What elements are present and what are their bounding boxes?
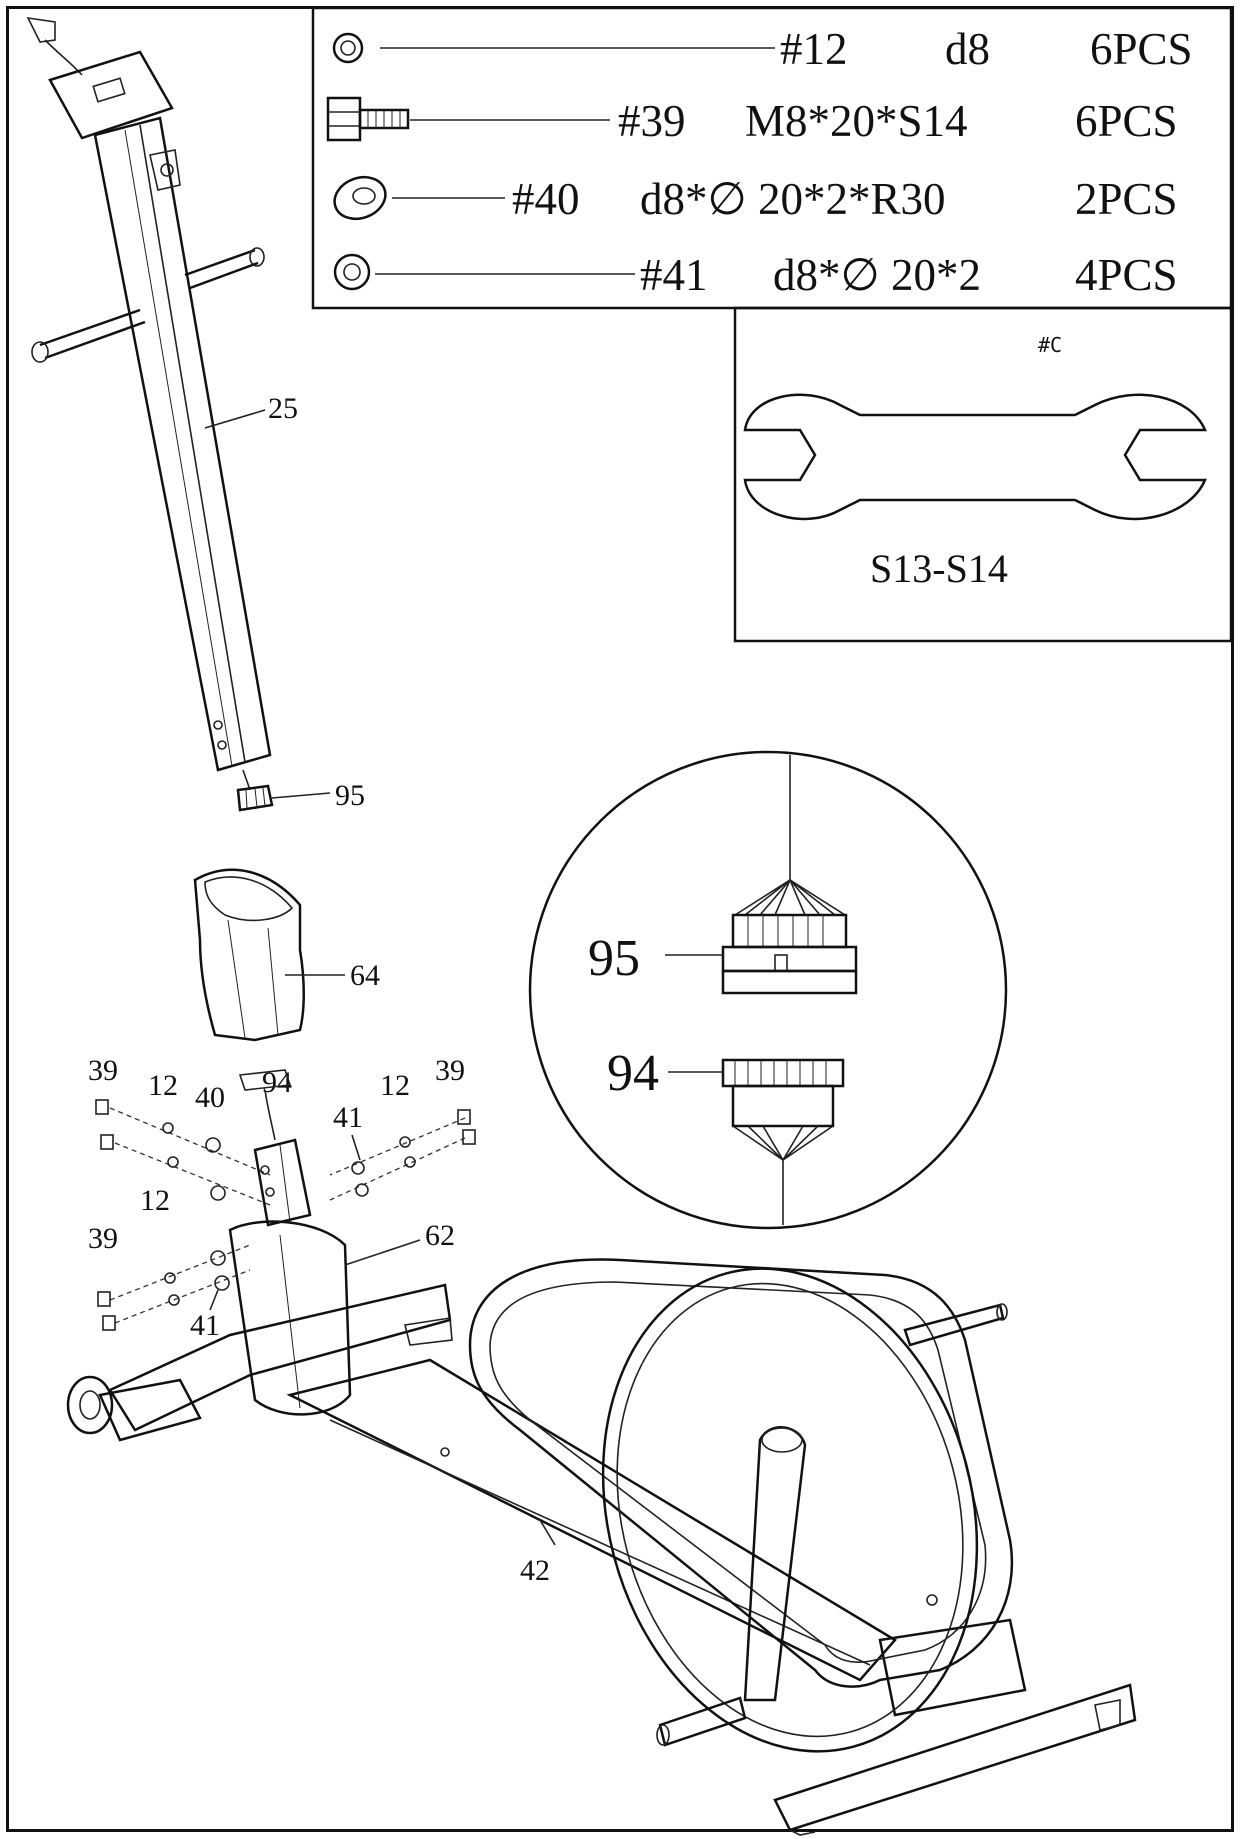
fasteners-group: 39 12 40 94 41 12 39 12 39 41 bbox=[88, 1054, 476, 1342]
hardware-row-40: #40 d8*∅ 20*2*R30 2PCS bbox=[333, 174, 1178, 224]
base-frame: 62 42 bbox=[66, 1069, 1137, 1836]
callout-95-top: 95 bbox=[335, 779, 365, 812]
post-cover: 64 bbox=[193, 868, 380, 1042]
detail-label-95: 95 bbox=[588, 930, 640, 987]
hardware-row-12: #12 d8 6PCS bbox=[332, 24, 1193, 74]
connector-detail-circle: 95 94 bbox=[528, 750, 1008, 1230]
wrench-icon bbox=[743, 393, 1207, 521]
callout-64: 64 bbox=[350, 959, 380, 992]
tool-size: S13-S14 bbox=[870, 546, 1008, 591]
hardware-part-40: #40 bbox=[512, 174, 580, 224]
hardware-qty-41: 4PCS bbox=[1075, 250, 1178, 300]
hardware-spec-12: d8 bbox=[945, 24, 990, 74]
callout-40: 40 bbox=[195, 1081, 225, 1114]
hardware-row-39: #39 M8*20*S14 6PCS bbox=[326, 96, 1178, 146]
hardware-spec-40: d8*∅ 20*2*R30 bbox=[640, 174, 945, 224]
curved-washer-icon bbox=[333, 175, 387, 221]
hardware-part-12: #12 bbox=[780, 24, 848, 74]
callout-12-right: 12 bbox=[380, 1069, 410, 1102]
callout-12-upper-left: 12 bbox=[148, 1069, 178, 1102]
callout-41-right: 41 bbox=[333, 1101, 363, 1134]
tool-box: #C S13-S14 bbox=[733, 306, 1233, 643]
hardware-part-41: #41 bbox=[640, 250, 708, 300]
hardware-part-39: #39 bbox=[618, 96, 686, 146]
callout-25: 25 bbox=[268, 392, 298, 425]
callout-42: 42 bbox=[520, 1554, 550, 1587]
washer-icon bbox=[332, 32, 364, 64]
tool-tag: #C bbox=[1038, 333, 1062, 357]
hardware-row-41: #41 d8*∅ 20*2 4PCS bbox=[333, 250, 1178, 300]
hardware-box: #12 d8 6PCS #39 M8*20*S14 6PCS bbox=[311, 6, 1233, 310]
hardware-qty-39: 6PCS bbox=[1075, 96, 1178, 146]
bolt-icon bbox=[326, 96, 410, 142]
hardware-spec-39: M8*20*S14 bbox=[745, 96, 968, 146]
hardware-qty-40: 2PCS bbox=[1075, 174, 1178, 224]
callout-41-lower: 41 bbox=[190, 1309, 220, 1342]
callout-39-right: 39 bbox=[435, 1054, 465, 1087]
detail-label-94: 94 bbox=[607, 1045, 659, 1102]
hardware-qty-12: 6PCS bbox=[1090, 24, 1193, 74]
callout-39-lower-left: 39 bbox=[88, 1222, 118, 1255]
flat-washer-icon bbox=[333, 253, 371, 291]
callout-39-upper-left: 39 bbox=[88, 1054, 118, 1087]
upright-post: 25 95 bbox=[26, 16, 365, 812]
callout-62: 62 bbox=[425, 1219, 455, 1252]
hardware-spec-41: d8*∅ 20*2 bbox=[773, 250, 981, 300]
callout-12-lower-left: 12 bbox=[140, 1184, 170, 1217]
